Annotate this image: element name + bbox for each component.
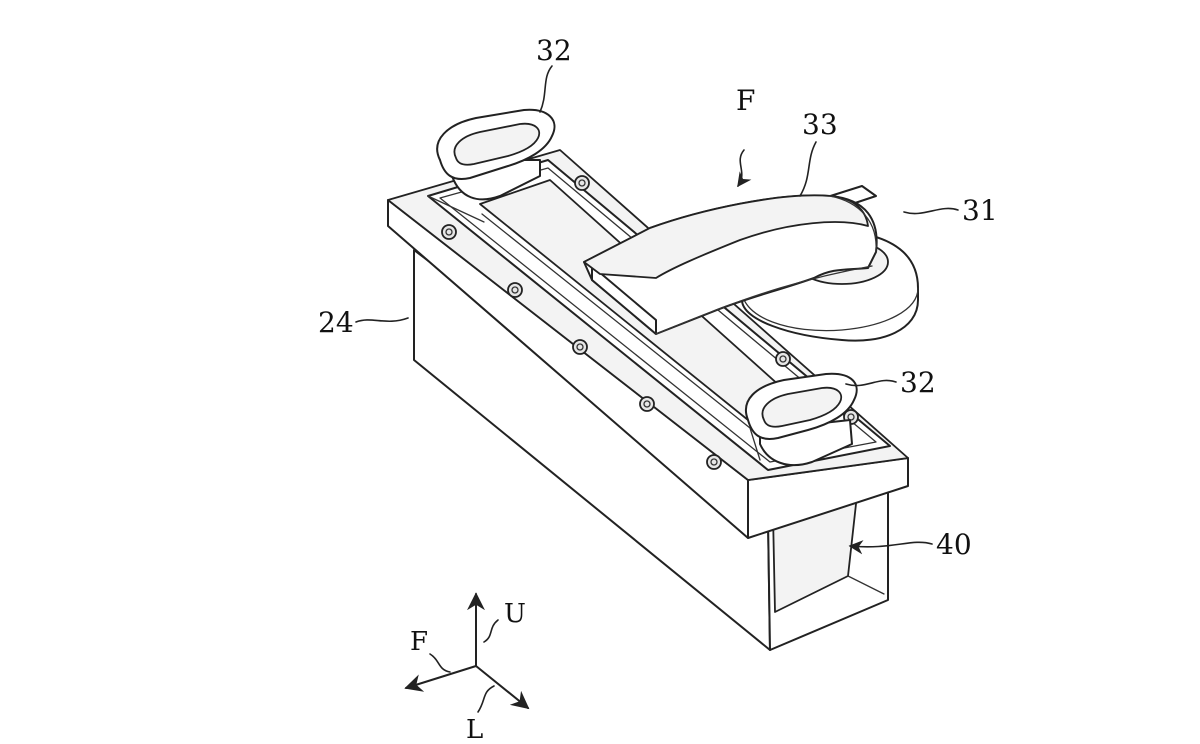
label-32-top: 32 (536, 34, 572, 67)
curved-duct-33 (583, 194, 878, 335)
orientation-axes: U F L (404, 592, 530, 744)
arrow-f-label: F (736, 84, 755, 117)
ref-31: 31 (903, 194, 998, 227)
ref-33: 33 (799, 108, 838, 197)
axis-l-label: L (466, 715, 483, 744)
axis-f-label: F (410, 627, 428, 657)
axis-left-arrow (475, 665, 530, 710)
ref-40: 40 (848, 528, 972, 561)
label-40: 40 (936, 528, 972, 561)
inlet-ring-32-right (745, 372, 858, 467)
bolt (574, 175, 590, 191)
ref-32-right: 32 (845, 366, 936, 399)
bolt (507, 282, 523, 298)
axis-u-label: U (504, 599, 526, 629)
direction-arrow-f: F (736, 84, 755, 188)
bolt (775, 351, 791, 367)
ref-24: 24 (318, 306, 409, 339)
label-31: 31 (962, 194, 998, 227)
label-33: 33 (802, 108, 838, 141)
axis-front-arrow (404, 665, 477, 692)
bolt (572, 339, 588, 355)
bolt-row (441, 175, 859, 470)
bolt (706, 454, 722, 470)
inlet-ring-32-top (436, 108, 556, 201)
bolt (441, 224, 457, 240)
label-24: 24 (318, 306, 354, 339)
label-32-right: 32 (900, 366, 936, 399)
bolt (639, 396, 655, 412)
ref-32-top: 32 (536, 34, 572, 113)
